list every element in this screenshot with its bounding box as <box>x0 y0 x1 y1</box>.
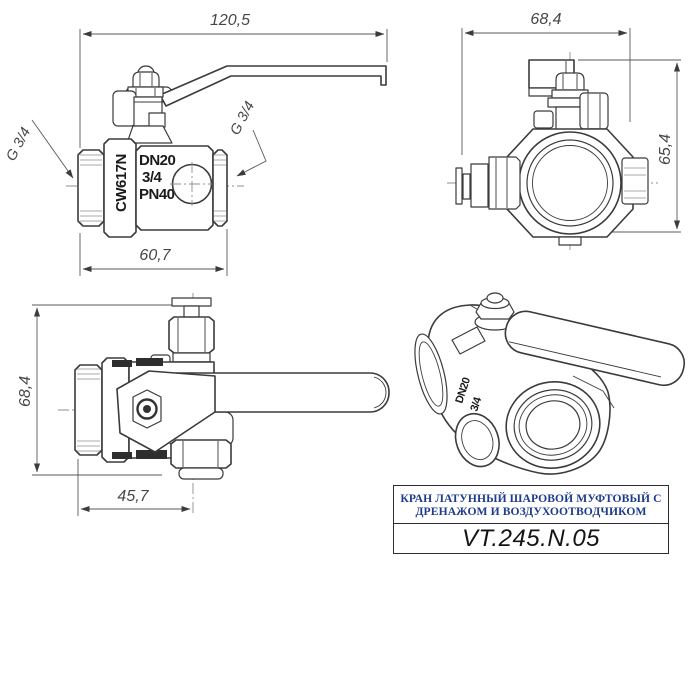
dimension-top-height: 68,4 <box>17 304 172 476</box>
marking-dn: DN20 <box>139 152 176 169</box>
drawing-title: КРАН ЛАТУННЫЙ ШАРОВОЙ МУФТОВЫЙ С ДРЕНАЖО… <box>394 486 668 524</box>
front-view: 120,5 CW617N <box>3 12 388 276</box>
dim-top-height-text: 68,4 <box>17 376 34 407</box>
dim-total-length-text: 120,5 <box>210 12 250 29</box>
iso-view: DN20 3/4 <box>414 292 686 475</box>
title-block: КРАН ЛАТУННЫЙ ШАРОВОЙ МУФТОВЫЙ С ДРЕНАЖО… <box>393 485 669 554</box>
handle-lever <box>125 65 387 107</box>
dim-body-length-text: 60,7 <box>139 247 171 264</box>
marking-size: 3/4 <box>142 169 163 186</box>
stem-nut <box>112 65 173 144</box>
dim-width-text: 68,4 <box>530 11 561 28</box>
svg-text:G 3/4: G 3/4 <box>3 125 34 164</box>
dimension-drain-offset: 45,7 <box>77 459 191 516</box>
dim-height-text: 65,4 <box>657 134 674 165</box>
dimension-body-length: 60,7 <box>79 229 228 276</box>
drawing-title-line2: ДРЕНАЖОМ И ВОЗДУХООТВОДЧИКОМ <box>415 504 647 518</box>
marking-pn: PN40 <box>139 186 175 203</box>
marking-alloy: CW617N <box>113 154 130 212</box>
dimension-total-length: 120,5 <box>79 12 388 148</box>
iso-marking-size: 3/4 <box>468 395 484 413</box>
model-code: VT.245.N.05 <box>461 525 601 552</box>
thread-label-right: G 3/4 <box>227 99 267 177</box>
top-view: 68,4 <box>17 293 390 516</box>
mount-bracket <box>112 90 137 127</box>
iso-valve: DN20 3/4 <box>414 292 686 475</box>
thread-label-left: G 3/4 <box>3 119 74 179</box>
dimension-width: 68,4 <box>461 11 631 155</box>
drawing-title-line1: КРАН ЛАТУННЫЙ ШАРОВОЙ МУФТОВЫЙ С <box>400 491 662 505</box>
handle-top-view <box>116 370 390 453</box>
body-end-face <box>506 128 649 246</box>
valve-body: CW617N DN20 3/4 PN40 <box>77 138 228 238</box>
iso-bracket <box>451 326 486 355</box>
iso-handle <box>504 310 686 387</box>
end-view: 68,4 65,4 <box>447 11 681 250</box>
iso-stem-nut <box>474 292 516 331</box>
iso-drain-port <box>454 412 500 468</box>
side-tab <box>533 110 554 129</box>
stem-nut-end <box>547 72 593 132</box>
dimension-height: 65,4 <box>578 59 681 233</box>
drain-valve-side <box>455 156 521 210</box>
dim-drain-offset-text: 45,7 <box>117 488 149 505</box>
iso-outlet <box>505 381 601 469</box>
